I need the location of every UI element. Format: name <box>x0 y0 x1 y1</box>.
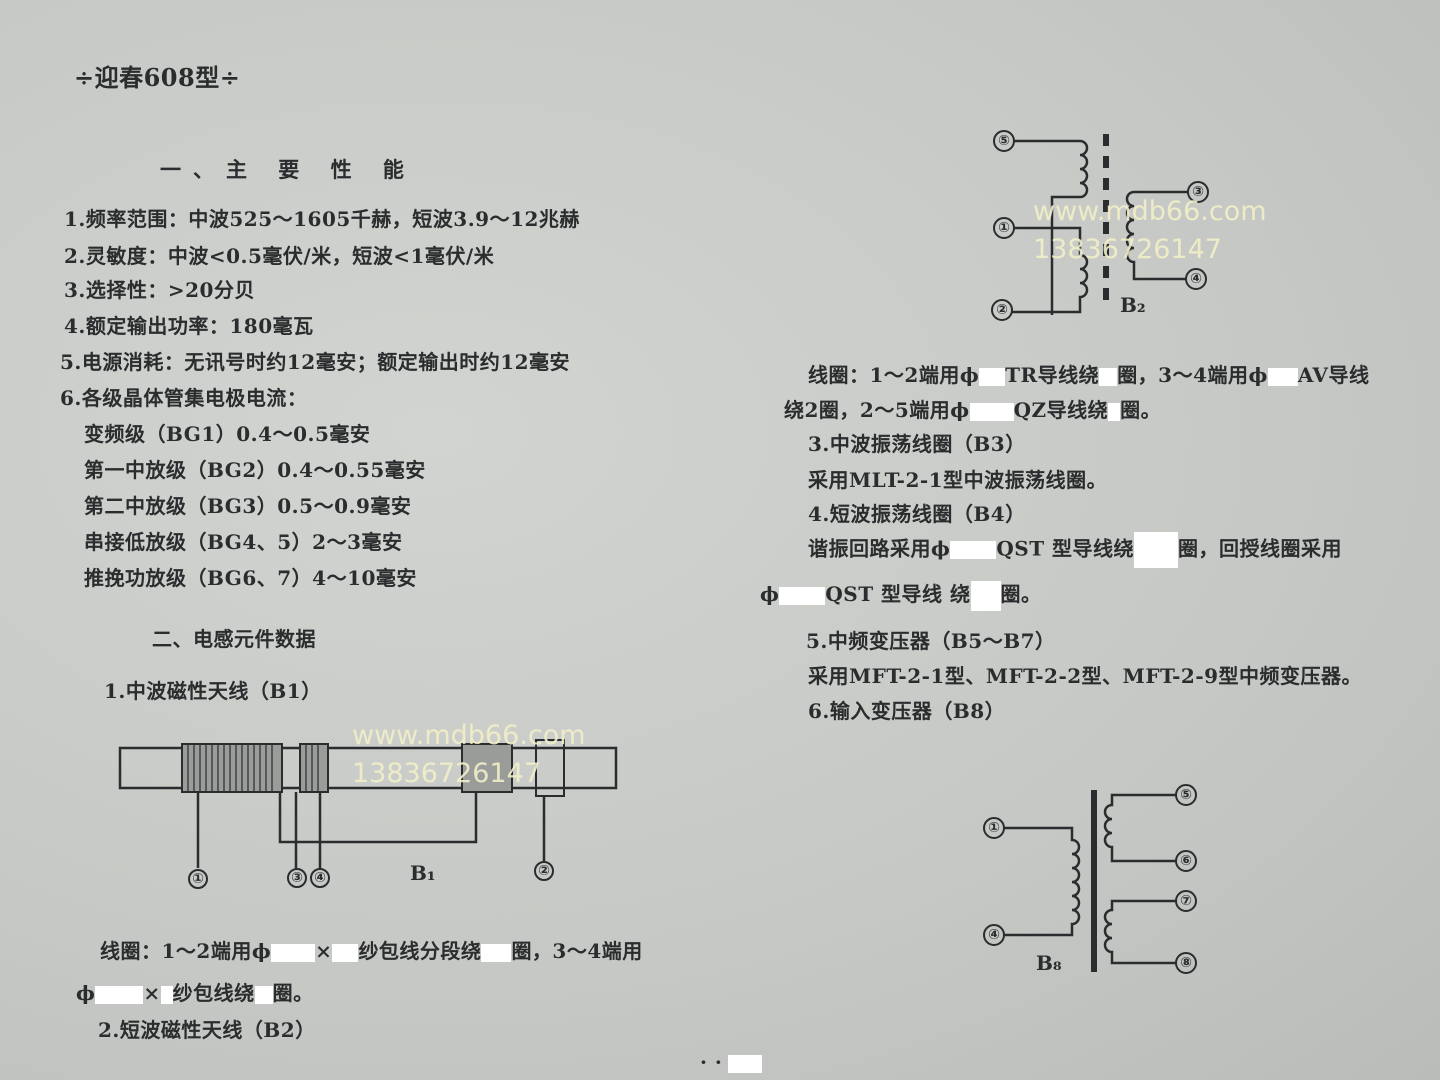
watermark-middle: www.mdb66.com 13836726147 <box>352 717 586 793</box>
current-item-1: 变频级（BG1）0.4～0.5毫安 <box>84 422 371 446</box>
b1-coil-line-2: ϕ×纱包线绕圈。 <box>76 981 314 1005</box>
watermark-url-2: www.mdb66.com <box>352 720 586 751</box>
spec-item-4: 4.额定输出功率：180毫瓦 <box>64 314 314 338</box>
b1-pin-2 <box>534 861 554 881</box>
b1-coil-winding-right <box>461 743 513 793</box>
b2-pin-4-label: ④ <box>1190 271 1202 287</box>
current-item-4: 串接低放级（BG4、5）2～3毫安 <box>84 530 403 554</box>
current-item-5: 推挽功放级（BG6、7）4～10毫安 <box>84 566 417 590</box>
page-number: · · <box>700 1050 763 1074</box>
b1-pin-4 <box>310 868 330 888</box>
b1-pin-4-label: ④ <box>314 870 326 886</box>
b5-b7-desc: 采用MFT-2-1型、MFT-2-2型、MFT-2-9型中频变压器。 <box>808 664 1363 688</box>
b2-lower-coil <box>1012 226 1089 314</box>
b8-pin-1-label: ① <box>988 820 1000 836</box>
section2-heading: 二、电感元件数据 <box>152 627 316 651</box>
spec-item-6: 6.各级晶体管集电极电流： <box>60 386 308 410</box>
current-item-3: 第二中放级（BG3）0.5～0.9毫安 <box>84 494 412 518</box>
b1-coil-winding-main <box>181 743 283 793</box>
b2-title: 2.短波磁性天线（B2） <box>98 1018 316 1042</box>
b8-pin-4-label: ④ <box>988 927 1000 943</box>
b2-pin-2 <box>991 299 1013 321</box>
b4-title: 4.短波振荡线圈（B4） <box>808 502 1026 526</box>
b8-pin-6-label: ⑥ <box>1180 853 1192 869</box>
b2-pin-5-label: ⑤ <box>998 133 1010 149</box>
b1-pin-3-label: ③ <box>291 870 303 886</box>
watermark-phone-2: 13836726147 <box>352 758 541 789</box>
b8-pin-5-label: ⑤ <box>1180 787 1192 803</box>
spec-item-5: 5.电源消耗：无讯号时约12毫安；额定输出时约12毫安 <box>60 350 571 374</box>
b2-primary-coil <box>1014 139 1089 315</box>
b2-pin-2-label: ② <box>996 302 1008 318</box>
page-title: ÷迎春608型÷ <box>74 63 241 92</box>
b1-pin-2-label: ② <box>538 863 550 879</box>
watermark-url: www.mdb66.com <box>1033 196 1267 227</box>
b1-ferrite-rod <box>118 746 618 790</box>
b8-title: 6.输入变压器（B8） <box>808 699 1006 723</box>
b8-secondary-coil-upper <box>1103 793 1176 863</box>
section1-heading: 一、主 要 性 能 <box>160 157 416 182</box>
b2-pin-1-label: ① <box>998 220 1010 236</box>
b3-title: 3.中波振荡线圈（B3） <box>808 432 1026 456</box>
b1-diagram: ① ③ ④ ② B₁ <box>118 739 618 889</box>
b1-coil-turns-small <box>305 744 319 792</box>
b1-coil-line-1: 线圈：1～2端用ϕ×纱包线分段绕圈，3～4端用 <box>100 939 643 963</box>
b5-b7-title: 5.中频变压器（B5～B7） <box>806 629 1056 653</box>
b1-coil-winding-small <box>299 743 329 793</box>
watermark-top: www.mdb66.com 13836726147 <box>1033 193 1267 269</box>
b8-secondary-coil-lower <box>1103 899 1176 965</box>
b8-pin-7-label: ⑦ <box>1180 893 1192 909</box>
b1-coil-turns-main <box>187 744 273 792</box>
b2-secondary-coil <box>1125 190 1188 281</box>
b1-pin-3 <box>287 868 307 888</box>
current-item-2: 第一中放级（BG2）0.4～0.55毫安 <box>84 458 426 482</box>
b2-pin-3-label: ③ <box>1192 184 1204 200</box>
b8-pin-8-label: ⑧ <box>1180 955 1192 971</box>
watermark-phone: 13836726147 <box>1033 234 1222 265</box>
b2-diagram: ⑤ ① ② ③ ④ B₂ <box>991 130 1209 321</box>
spec-item-2: 2.灵敏度：中波<0.5毫伏/米，短波<1毫伏/米 <box>64 244 495 268</box>
b3-desc: 采用MLT-2-1型中波振荡线圈。 <box>808 468 1108 492</box>
b1-end-cap <box>535 739 565 797</box>
spec-item-3: 3.选择性：>20分贝 <box>64 278 255 302</box>
b1-label: B₁ <box>410 861 436 885</box>
spec-item-1: 1.频率范围：中波525～1605千赫，短波3.9～12兆赫 <box>64 207 580 231</box>
b1-pin-1-label: ① <box>192 871 204 887</box>
b1-title: 1.中波磁性天线（B1） <box>104 679 322 703</box>
b2-label: B₂ <box>1120 293 1146 317</box>
b8-primary-coil <box>1004 826 1081 937</box>
b1-pin-1 <box>188 869 208 889</box>
b8-label: B₈ <box>1036 951 1062 975</box>
b1-lead-loop <box>278 792 478 844</box>
b8-diagram: ① ④ ⑤ ⑥ ⑦ ⑧ B₈ <box>983 784 1197 975</box>
